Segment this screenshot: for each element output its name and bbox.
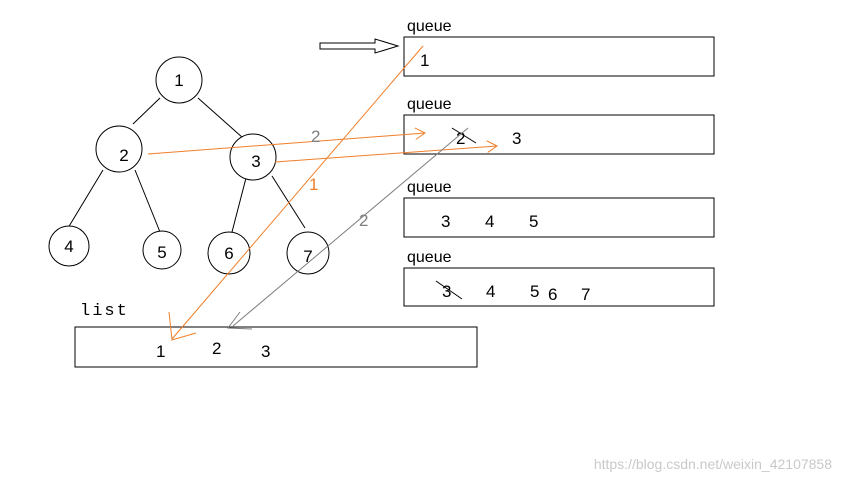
queue-pointer-arrow-icon xyxy=(319,38,400,54)
strike-mark xyxy=(435,280,463,300)
queue-4-item: 7 xyxy=(581,285,590,304)
tree-node-2: 2 xyxy=(95,125,143,173)
arrow-label: 1 xyxy=(309,175,318,194)
list-item: 1 xyxy=(156,342,165,361)
queue-3-item: 3 xyxy=(441,212,450,231)
strike-mark xyxy=(451,127,477,144)
queue-2-item: 2 xyxy=(456,129,465,148)
tree-node-4-label: 4 xyxy=(64,237,73,256)
tree-node-3: 3 xyxy=(229,133,277,181)
arrow-label: 2 xyxy=(359,211,368,230)
queue-4-item: 6 xyxy=(548,285,557,304)
list-box xyxy=(74,326,478,368)
list-label: list xyxy=(80,302,129,321)
tree-node-3-label: 3 xyxy=(251,152,260,171)
arrow-label: 2 xyxy=(311,127,320,146)
edge-2-5 xyxy=(134,169,161,233)
queue-3-box xyxy=(403,197,715,238)
queue-2-label: queue xyxy=(407,96,452,113)
tree-node-7: 7 xyxy=(286,231,330,275)
queue-1-label: queue xyxy=(407,18,452,35)
enqueue-arrow-2 xyxy=(147,133,425,155)
tree-edges xyxy=(67,97,306,233)
queue-2-item: 3 xyxy=(512,129,521,148)
queue-4-item: 4 xyxy=(486,282,495,301)
queue-2: queue 2 3 xyxy=(403,96,715,155)
queue-3-item: 5 xyxy=(529,212,538,231)
queue-1-box xyxy=(403,36,715,77)
list-item: 3 xyxy=(261,342,270,361)
arrowhead-icon xyxy=(168,311,197,341)
queue-3: queue 3 4 5 xyxy=(403,179,715,238)
tree-node-6-label: 6 xyxy=(224,244,233,263)
tree-node-5-label: 5 xyxy=(157,243,166,262)
edge-1-2 xyxy=(132,97,161,125)
dequeue-arrow-2 xyxy=(227,127,469,330)
edge-1-3 xyxy=(197,97,244,139)
queue-1: queue 1 xyxy=(403,18,715,77)
arrowhead-icon xyxy=(227,311,253,330)
tree-node-1-label: 1 xyxy=(174,71,183,90)
queue-4-item: 5 xyxy=(530,282,539,301)
queue-4-label: queue xyxy=(407,249,452,266)
edge-3-7 xyxy=(271,175,306,229)
tree-node-7-label: 7 xyxy=(303,247,312,266)
enqueue-arrow-3 xyxy=(274,146,497,163)
tree-node-4: 4 xyxy=(48,225,90,267)
edge-3-6 xyxy=(231,177,247,233)
queue-2-box xyxy=(403,114,715,155)
tree-node-1: 1 xyxy=(155,56,203,104)
queue-4-item: 3 xyxy=(442,282,451,301)
output-list: list 1 2 3 xyxy=(74,302,478,368)
tree-node-2-label: 2 xyxy=(119,146,128,165)
list-item: 2 xyxy=(212,339,221,358)
tree-node-6: 6 xyxy=(207,231,251,275)
queue-4-box xyxy=(403,267,715,307)
queue-3-label: queue xyxy=(407,179,452,196)
queue-3-item: 4 xyxy=(485,212,494,231)
enqueue-arrows xyxy=(147,133,497,163)
tree-node-5: 5 xyxy=(142,230,182,270)
tree-nodes: 1 2 3 4 5 6 7 xyxy=(48,56,330,275)
dequeue-arrow-1 xyxy=(168,45,424,341)
queue-4: queue 3 4 5 6 7 xyxy=(403,249,715,307)
edge-2-4 xyxy=(67,169,104,229)
watermark: https://blog.csdn.net/weixin_42107858 xyxy=(594,456,832,472)
queue-1-item: 1 xyxy=(420,51,429,70)
